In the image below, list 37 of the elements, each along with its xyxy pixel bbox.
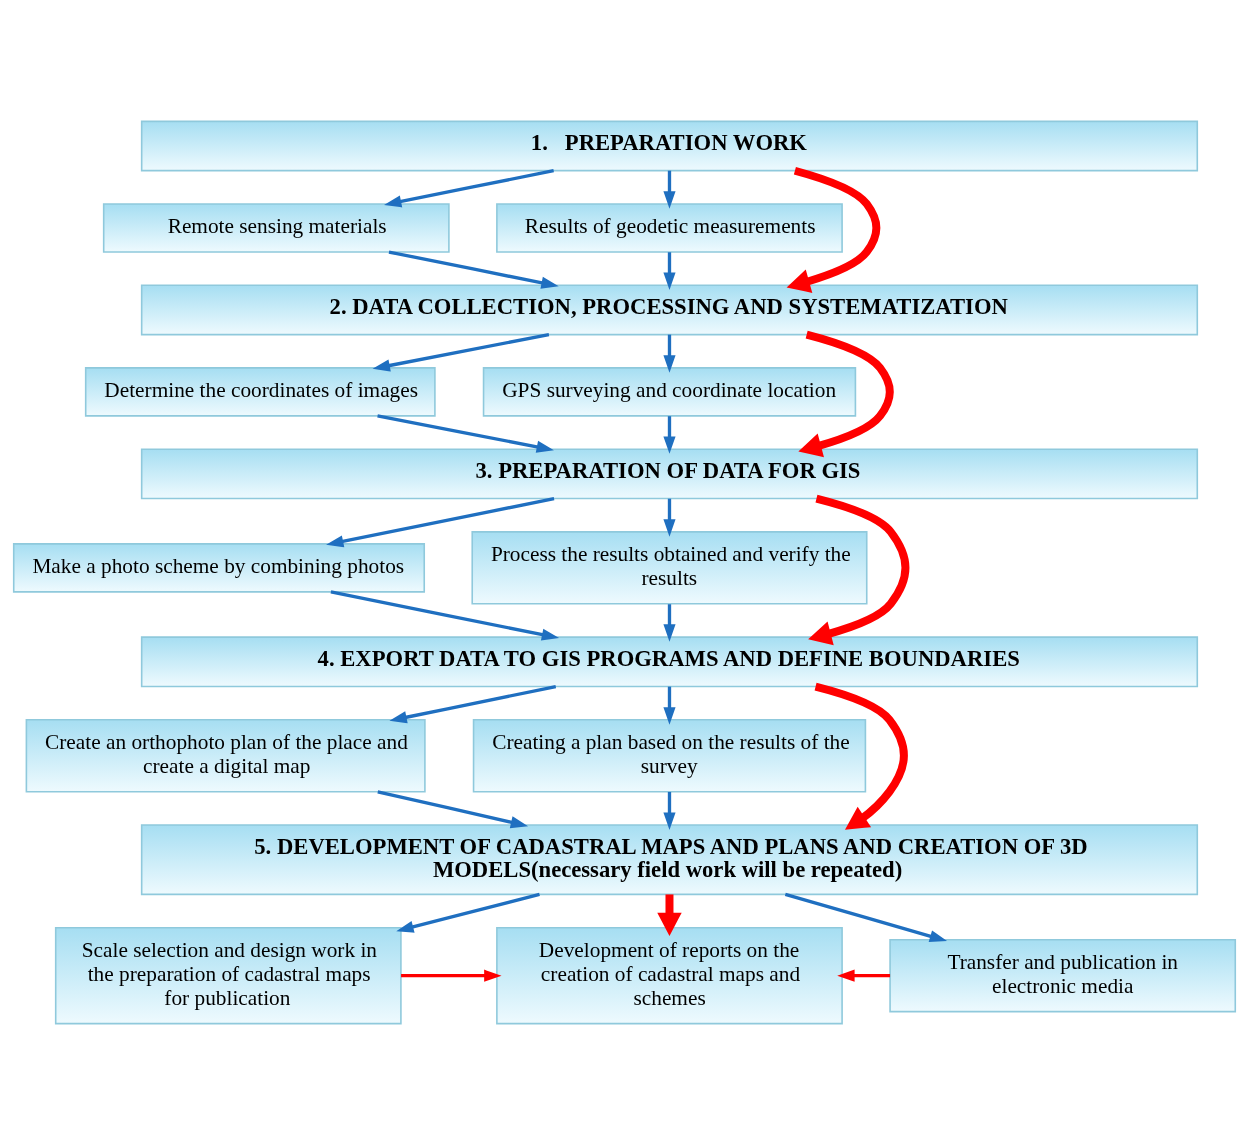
arrow xyxy=(377,790,529,829)
arrow xyxy=(663,686,676,725)
arrow xyxy=(663,791,676,830)
arrow xyxy=(663,498,676,537)
node-box: 2. DATA COLLECTION, PROCESSING AND SYSTEMATIZATION xyxy=(140,284,1199,336)
node-box: 4. EXPORT DATA TO GIS PROGRAMS AND DEFINE BOUNDARIES xyxy=(140,636,1199,688)
arrow xyxy=(657,894,682,936)
arrow xyxy=(663,416,676,454)
node-box: Process the results obtained and verify the results xyxy=(471,531,868,605)
node-box: 1. PREPARATION WORK xyxy=(140,120,1199,172)
arrow xyxy=(663,170,676,209)
arrow xyxy=(377,414,554,453)
arrow xyxy=(326,496,555,548)
arrow xyxy=(837,969,891,982)
arrow xyxy=(401,969,502,982)
arrow xyxy=(396,892,540,933)
arrow xyxy=(784,892,948,943)
arrow xyxy=(384,169,554,208)
arrow xyxy=(663,604,676,642)
node-box: Make a photo scheme by combining photos xyxy=(12,543,426,593)
node-box: Development of reports on the creation of cadastral maps and schemes xyxy=(496,926,843,1025)
arrow xyxy=(330,590,560,641)
node-box: 3. PREPARATION OF DATA FOR GIS xyxy=(140,448,1199,500)
node-box: Results of geodetic measurements xyxy=(496,203,843,253)
node-box: Remote sensing materials xyxy=(102,203,450,253)
node-box: 5. DEVELOPMENT OF CADASTRAL MAPS AND PLANS AND CREATION OF 3D MODELS(necessary field work will be repeated) xyxy=(140,824,1199,896)
arrow xyxy=(663,252,676,290)
node-box: GPS surveying and coordinate location xyxy=(482,367,857,417)
node-box: Create an orthophoto plan of the place and create a digital map xyxy=(25,719,426,793)
node-box: Transfer and publication in electronic media xyxy=(889,938,1237,1013)
arrow xyxy=(388,250,559,289)
arrow xyxy=(372,333,550,372)
arrow xyxy=(389,684,557,724)
node-box: Scale selection and design work in the preparation of cadastral maps for publication xyxy=(54,926,402,1025)
node-box: Creating a plan based on the results of the survey xyxy=(472,719,867,793)
node-box: Determine the coordinates of images xyxy=(84,367,436,417)
arrow xyxy=(663,334,676,373)
